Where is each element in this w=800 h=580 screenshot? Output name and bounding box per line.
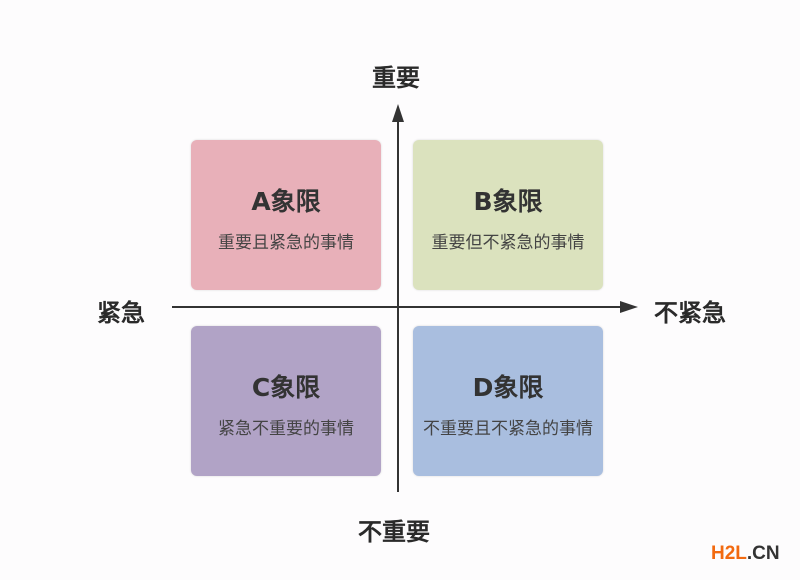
axis-label-important: 重要 bbox=[372, 64, 420, 92]
quadrant-title: A象限 bbox=[251, 187, 321, 216]
quadrant-a: A象限重要且紧急的事情 bbox=[191, 140, 381, 290]
watermark-logo: H2L.CN bbox=[711, 543, 780, 565]
quadrant-title: B象限 bbox=[473, 187, 543, 216]
watermark-brand: H2L bbox=[711, 543, 747, 564]
quadrant-desc: 重要且紧急的事情 bbox=[218, 233, 354, 253]
quadrant-title: D象限 bbox=[472, 373, 544, 402]
quadrant-desc: 紧急不重要的事情 bbox=[218, 419, 354, 439]
quadrant-b: B象限重要但不紧急的事情 bbox=[413, 140, 603, 290]
axis-label-not-urgent: 不紧急 bbox=[654, 299, 726, 327]
axis-label-not-important: 不重要 bbox=[358, 518, 430, 546]
right-arrow-icon bbox=[620, 301, 638, 313]
up-arrow-icon bbox=[392, 104, 404, 122]
quadrant-c: C象限紧急不重要的事情 bbox=[191, 326, 381, 476]
watermark-suffix: .CN bbox=[746, 543, 780, 564]
axis-label-urgent: 紧急 bbox=[97, 299, 145, 327]
quadrant-desc: 重要但不紧急的事情 bbox=[431, 233, 585, 253]
quadrant-desc: 不重要且不紧急的事情 bbox=[423, 419, 593, 439]
quadrant-d: D象限不重要且不紧急的事情 bbox=[413, 326, 603, 476]
quadrant-title: C象限 bbox=[251, 373, 321, 402]
